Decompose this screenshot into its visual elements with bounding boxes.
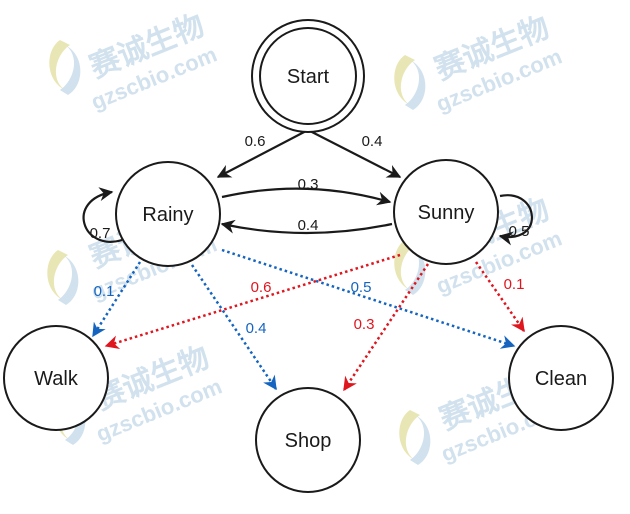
label-sunny-self: 0.5 bbox=[509, 223, 530, 240]
label-sunny-clean: 0.1 bbox=[504, 276, 525, 293]
edge-rainy-walk bbox=[91, 261, 142, 338]
node-sunny: Sunny bbox=[393, 159, 499, 265]
label-start-sunny: 0.4 bbox=[362, 133, 383, 150]
emission-edges bbox=[91, 248, 526, 392]
edge-start-rainy bbox=[216, 129, 309, 178]
watermark-logo bbox=[399, 410, 431, 465]
node-walk: Walk bbox=[3, 325, 109, 431]
watermark-logo bbox=[394, 55, 426, 110]
edge-labels: 0.6 0.4 0.3 0.4 0.7 0.5 0.1 0.4 0.5 0.6 … bbox=[90, 133, 530, 337]
edge-start-sunny bbox=[307, 129, 402, 178]
label-rainy-sunny: 0.3 bbox=[298, 176, 319, 193]
node-clean: Clean bbox=[508, 325, 614, 431]
edge-rainy-self-loop bbox=[82, 187, 123, 243]
label-rainy-self: 0.7 bbox=[90, 225, 111, 242]
node-rainy-label: Rainy bbox=[142, 204, 193, 226]
label-sunny-walk: 0.6 bbox=[251, 279, 272, 296]
node-shop-label: Shop bbox=[285, 430, 332, 452]
edge-sunny-walk bbox=[104, 253, 401, 349]
edge-rainy-clean bbox=[221, 248, 516, 349]
node-shop: Shop bbox=[255, 387, 361, 493]
watermark-logo bbox=[49, 40, 81, 95]
edge-sunny-self-loop bbox=[498, 194, 533, 246]
watermark-logo bbox=[47, 250, 79, 305]
node-clean-label: Clean bbox=[535, 368, 587, 390]
node-start-label: Start bbox=[287, 66, 330, 88]
label-sunny-rainy: 0.4 bbox=[298, 217, 319, 234]
label-rainy-shop: 0.4 bbox=[246, 320, 267, 337]
edge-sunny-rainy bbox=[220, 219, 393, 235]
transition-edges bbox=[82, 129, 533, 246]
label-rainy-clean: 0.5 bbox=[351, 279, 372, 296]
node-start: Start bbox=[251, 19, 365, 133]
edge-rainy-sunny bbox=[221, 187, 392, 206]
node-rainy: Rainy bbox=[115, 161, 221, 267]
node-walk-label: Walk bbox=[34, 368, 79, 390]
label-sunny-shop: 0.3 bbox=[354, 316, 375, 333]
node-sunny-label: Sunny bbox=[418, 202, 475, 224]
label-rainy-walk: 0.1 bbox=[94, 283, 115, 300]
label-start-rainy: 0.6 bbox=[245, 133, 266, 150]
